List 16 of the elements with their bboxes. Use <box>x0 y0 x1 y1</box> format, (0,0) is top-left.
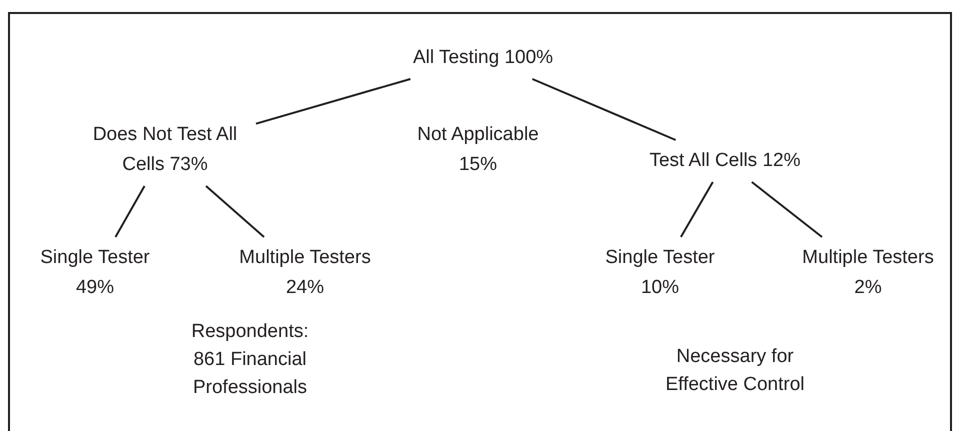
category-text: Single Tester 10% <box>598 243 722 303</box>
category-text: Does Not Test All Cells 73% <box>80 120 250 180</box>
category-text: Multiple Testers 24% <box>230 243 380 303</box>
category-text: Multiple Testers 2% <box>793 243 943 303</box>
category-text: Single Tester 49% <box>32 243 158 303</box>
connector-line <box>114 186 146 238</box>
note-text: Necessary for Effective Control <box>664 345 806 397</box>
connector-line <box>680 182 714 238</box>
connector-line <box>256 78 411 125</box>
category-text: All Testing 100% <box>412 43 554 73</box>
connector-line <box>751 181 823 238</box>
category-text: Test All Cells 12% <box>649 146 800 176</box>
connector-line <box>205 185 265 238</box>
category-text: Not Applicable 15% <box>398 120 558 180</box>
connector-line <box>532 78 676 141</box>
note-text: Respondents: 861 Financial Professionals <box>190 320 310 400</box>
